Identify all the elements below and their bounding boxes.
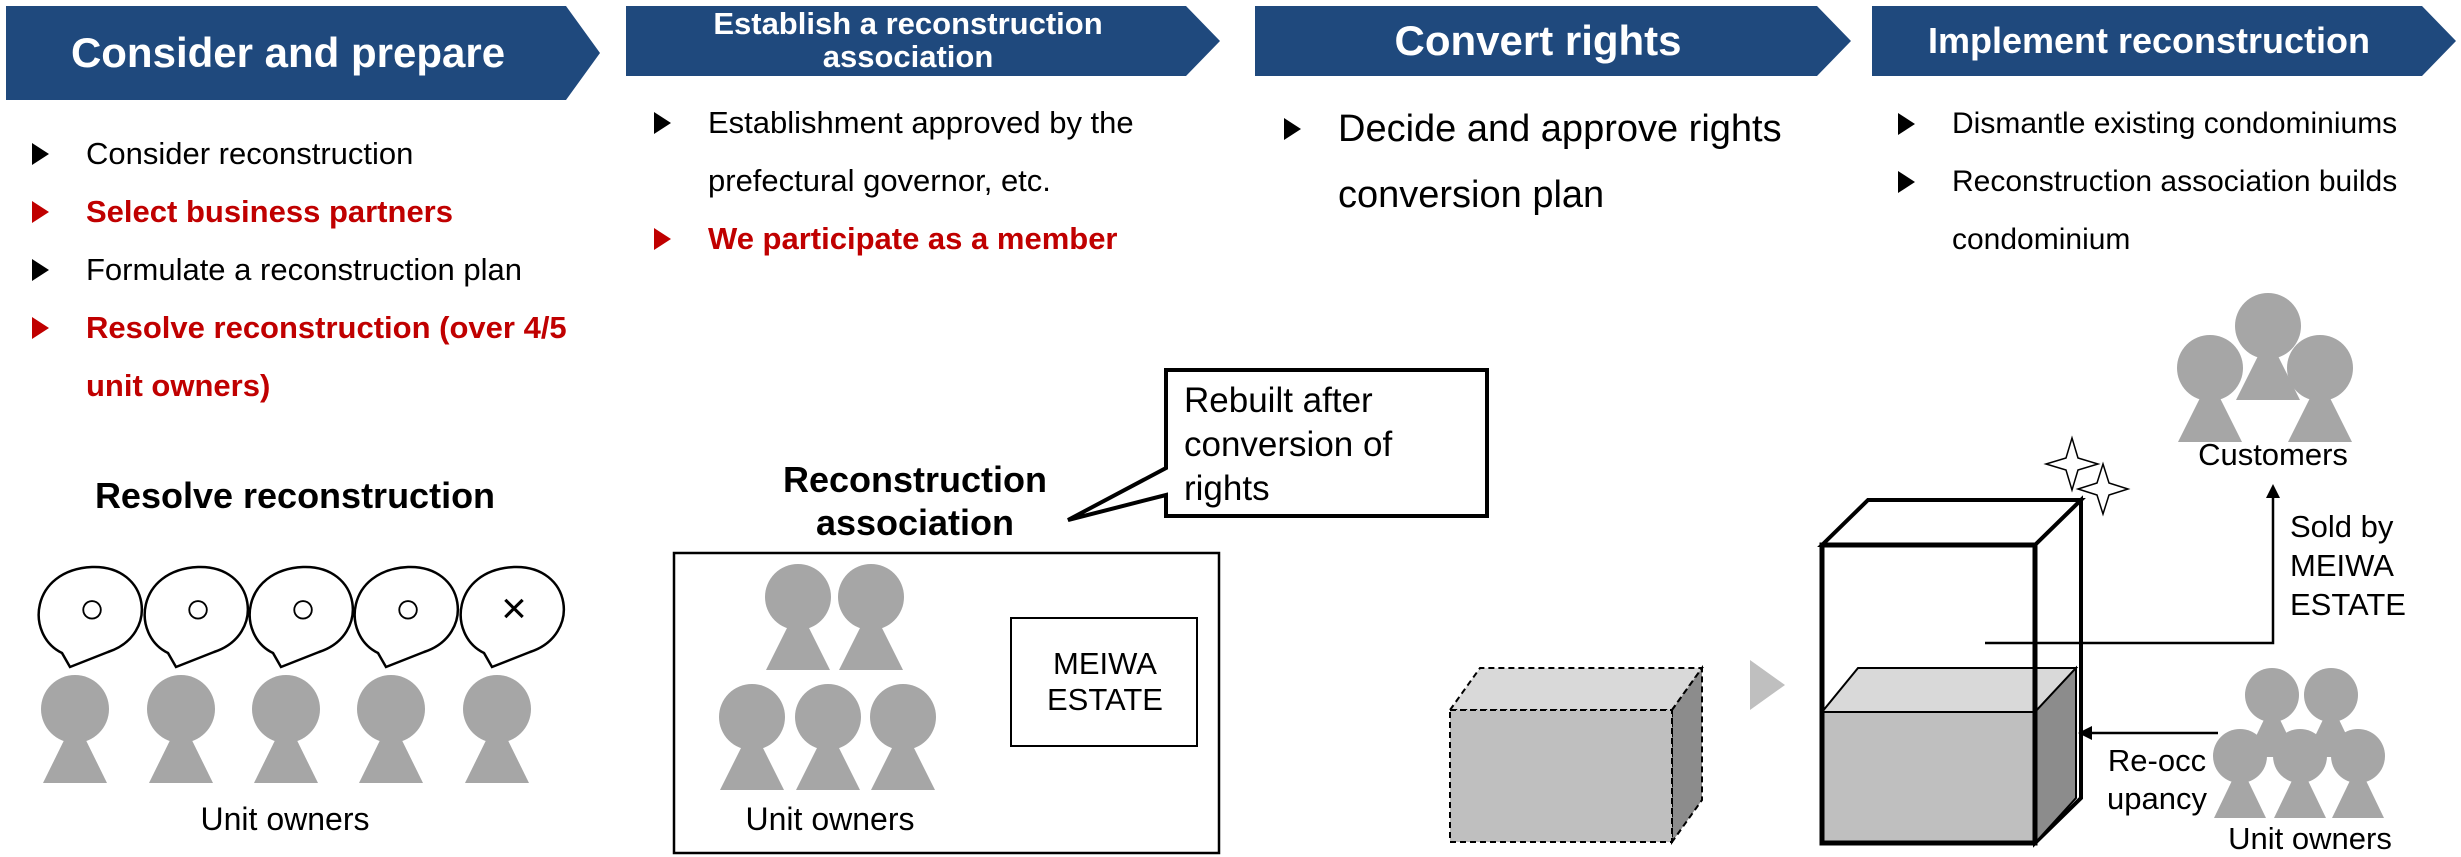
unit-owners-label: Unit owners — [2228, 821, 2392, 856]
person-icon — [2287, 335, 2353, 442]
person-icon — [252, 675, 320, 783]
speech-bubble-icon — [353, 565, 460, 669]
person-icon — [357, 675, 425, 783]
sparkle-icon — [2043, 435, 2131, 517]
step-bullets-consider: Consider reconstruction Select business … — [32, 125, 602, 415]
vote-mark: ○ — [78, 584, 106, 633]
reoccupancy-label: Re-occupancy — [2107, 743, 2207, 816]
bullet: Reconstruction association builds condom… — [1898, 153, 2438, 269]
step-title: Consider and prepare — [70, 28, 506, 76]
person-icon — [870, 684, 936, 790]
person-icon — [795, 684, 861, 790]
person-icon — [838, 564, 904, 670]
speech-bubble-icon — [37, 565, 144, 669]
person-icon — [2273, 729, 2327, 818]
vote-mark: × — [501, 584, 527, 633]
bullet: Decide and approve rights conversion pla… — [1284, 96, 1824, 228]
vote-mark: ○ — [289, 584, 317, 633]
arrow-right-icon — [1750, 660, 1785, 710]
person-icon — [147, 675, 215, 783]
step-bullets-establish: Establishment approved by the prefectura… — [654, 94, 1214, 268]
vote-mark: ○ — [394, 584, 422, 633]
bullet: Consider reconstruction — [32, 125, 602, 183]
person-icon — [2235, 293, 2301, 400]
callout-box — [1067, 368, 1489, 522]
unit-owner-figures — [41, 675, 531, 783]
bullet: Formulate a reconstruction plan — [32, 241, 602, 299]
arrow-up-icon — [2266, 484, 2280, 498]
returning-owner-figures — [2213, 668, 2385, 818]
step-header-implement: Implement reconstruction — [1872, 6, 2456, 76]
step-title: Convert rights — [1394, 16, 1682, 64]
association-heading: Reconstruction association — [782, 459, 1048, 544]
speech-bubble-icon — [459, 565, 566, 669]
customer-figures — [2177, 293, 2353, 442]
unit-owners-label: Unit owners — [745, 801, 915, 837]
step-header-establish: Establish a reconstruction association — [626, 6, 1220, 76]
person-icon — [765, 564, 831, 670]
speech-bubble-icon — [248, 565, 355, 669]
bullet-highlight: Select business partners — [32, 183, 602, 241]
person-icon — [463, 675, 531, 783]
step-header-consider: Consider and prepare — [6, 6, 600, 100]
person-icon — [2331, 729, 2385, 818]
bullet: Dismantle existing condominiums — [1898, 95, 2438, 153]
company-box — [1010, 617, 1198, 747]
vote-bubbles — [37, 565, 566, 669]
existing-units-in-new-building — [1819, 665, 2079, 846]
step-header-convert: Convert rights — [1255, 6, 1851, 76]
existing-condominium — [1448, 664, 1704, 846]
step-title: Implement reconstruction — [1927, 20, 2371, 62]
customers-label: Customers — [2198, 437, 2348, 472]
person-icon — [2213, 729, 2267, 818]
company-label: MEIWA ESTATE — [1047, 646, 1163, 717]
vote-mark: ○ — [184, 584, 212, 633]
association-members — [719, 564, 936, 790]
speech-bubble-icon — [143, 565, 250, 669]
step-bullets-implement: Dismantle existing condominiums Reconstr… — [1898, 95, 2438, 269]
callout-text: Rebuilt after conversion of rights — [1184, 381, 1393, 508]
person-icon — [41, 675, 109, 783]
arrow-left-icon — [2078, 726, 2092, 740]
step-title: Establish a reconstruction association — [713, 6, 1103, 74]
resolve-heading: Resolve reconstruction — [94, 475, 496, 516]
sold-arrow — [1985, 496, 2275, 645]
sold-label: Sold by MEIWA ESTATE — [2290, 509, 2406, 622]
person-icon — [2177, 335, 2243, 442]
step-bullets-convert: Decide and approve rights conversion pla… — [1284, 96, 1824, 228]
bullet-highlight: We participate as a member — [654, 210, 1214, 268]
bullet-highlight: Resolve reconstruction (over 4/5 unit ow… — [32, 299, 602, 415]
bullet: Establishment approved by the prefectura… — [654, 94, 1214, 210]
person-icon — [719, 684, 785, 790]
unit-owners-label: Unit owners — [200, 801, 370, 837]
